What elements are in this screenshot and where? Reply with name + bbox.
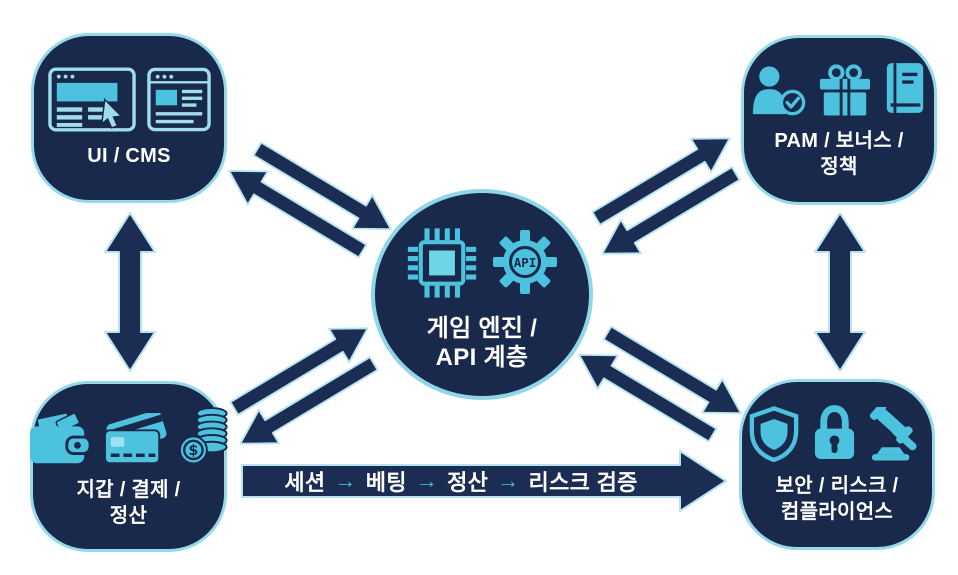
node-pam-bonus-policy: PAM / 보너스 / 정책 [741,35,937,205]
credit-card-icon [103,412,166,464]
wallet-icon [29,411,92,463]
cpu-chip-icon [407,227,477,298]
arrow-engine-pam [568,113,764,279]
arrow-engine-security [562,301,758,467]
book-icon [886,62,924,113]
browser-window-icon [47,67,136,132]
gift-icon [819,63,871,116]
browser-article-icon [146,67,211,132]
flow-arrow-text: 세션→베팅→정산→리스크 검증 [284,468,638,495]
game-engine-api-label: 게임 엔진 / API 계층 [426,314,538,371]
dollar-symbol: $ [188,443,198,459]
node-game-engine-api: API 게임 엔진 / API 계층 [371,189,593,400]
node-security-risk-compliance: 보안 / 리스크 / 컴플라이언스 [739,379,935,550]
pam-icons [751,61,927,117]
security-icons [748,404,926,462]
ui-cms-label: UI / CMS [87,145,171,167]
flow-arrow: 세션→베팅→정산→리스크 검증 [240,449,728,513]
wallet-payment-settlement-label: 지갑 / 결제 / 정산 [76,478,181,527]
lock-icon [814,404,855,459]
api-gear-icon: API [493,230,557,294]
arrow-wallet-engine [206,303,402,469]
wallet-icons: $ [28,405,230,466]
arrow-pam-security [812,210,868,374]
gavel-icon [869,406,917,461]
security-risk-compliance-label: 보안 / 리스크 / 컴플라이언스 [775,474,899,523]
coins-icon: $ [178,406,228,464]
node-wallet-payment-settlement: $ 지갑 / 결제 / 정산 [28,381,230,552]
api-gear-text: API [514,255,537,270]
arrow-uicms-wallet [102,210,158,374]
node-ui-cms: UI / CMS [31,33,227,203]
pam-bonus-policy-label: PAM / 보너스 / 정책 [774,129,904,178]
user-check-icon [752,65,806,115]
ui-cms-icons [47,67,211,132]
shield-icon [749,405,799,462]
engine-icons: API [406,220,558,305]
flow-arrow-shape [241,450,727,512]
